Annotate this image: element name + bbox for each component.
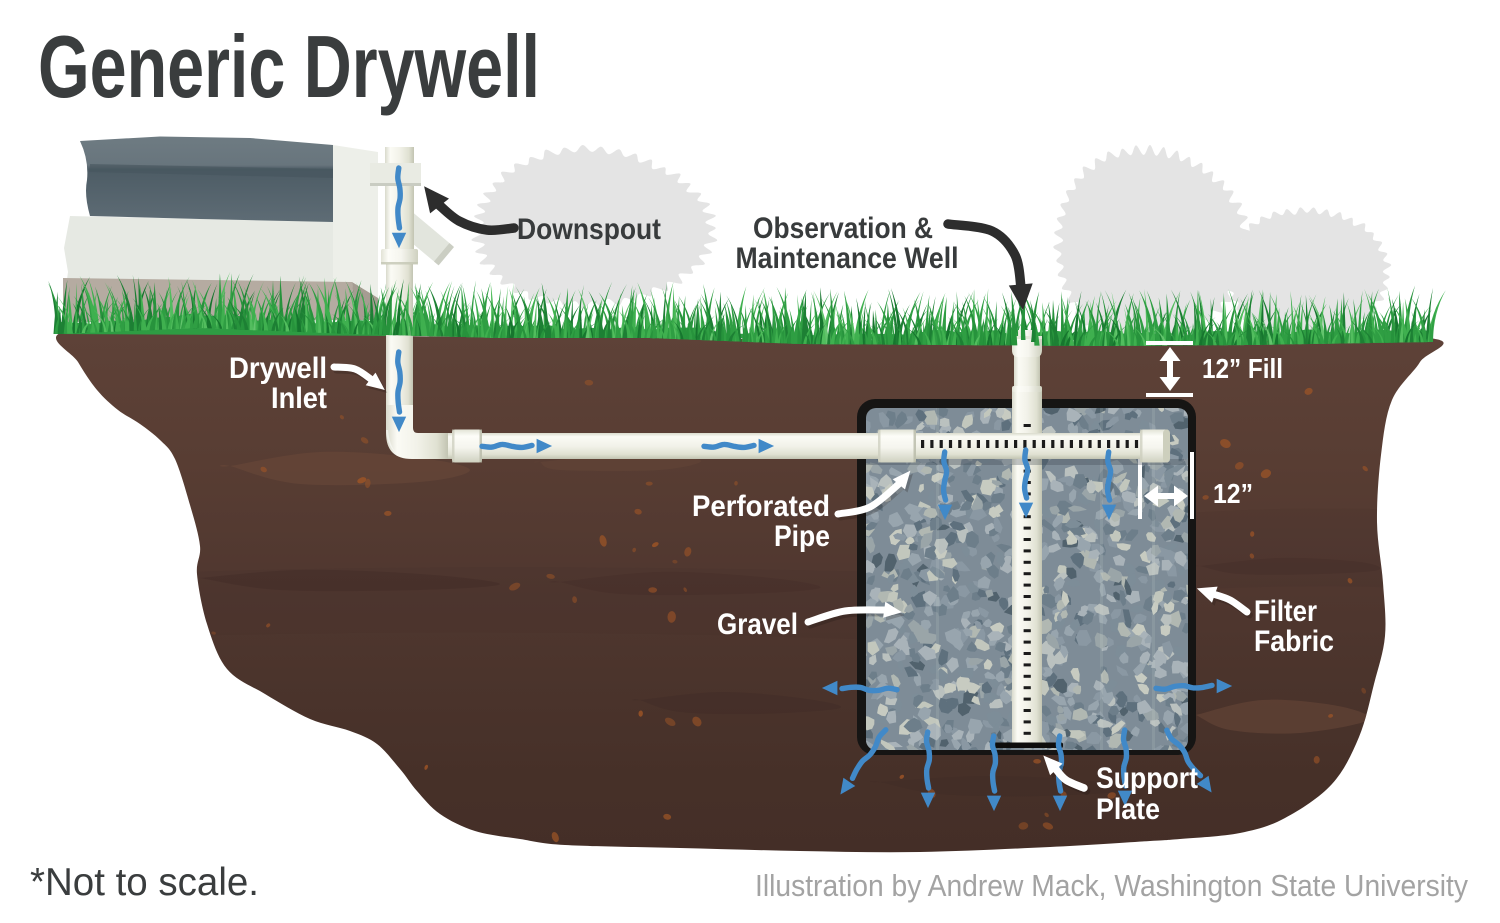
svg-text:Generic Drywell: Generic Drywell bbox=[38, 17, 540, 116]
svg-text:Drywell: Drywell bbox=[229, 352, 327, 385]
svg-text:12”: 12” bbox=[1213, 478, 1253, 509]
svg-text:Support: Support bbox=[1096, 762, 1198, 795]
svg-text:*Not to scale.: *Not to scale. bbox=[30, 861, 259, 904]
svg-text:12” Fill: 12” Fill bbox=[1202, 353, 1283, 384]
svg-text:Plate: Plate bbox=[1096, 793, 1160, 826]
svg-text:Perforated: Perforated bbox=[692, 490, 830, 523]
svg-text:Fabric: Fabric bbox=[1254, 625, 1334, 658]
svg-text:Maintenance Well: Maintenance Well bbox=[736, 242, 959, 275]
svg-text:Illustration by Andrew Mack, W: Illustration by Andrew Mack, Washington … bbox=[755, 868, 1468, 903]
svg-text:Filter: Filter bbox=[1254, 595, 1317, 628]
svg-text:Pipe: Pipe bbox=[774, 520, 830, 553]
svg-text:Downspout: Downspout bbox=[517, 213, 661, 246]
svg-text:Observation &: Observation & bbox=[753, 212, 933, 245]
svg-text:Gravel: Gravel bbox=[717, 608, 798, 641]
svg-text:Inlet: Inlet bbox=[271, 382, 327, 415]
